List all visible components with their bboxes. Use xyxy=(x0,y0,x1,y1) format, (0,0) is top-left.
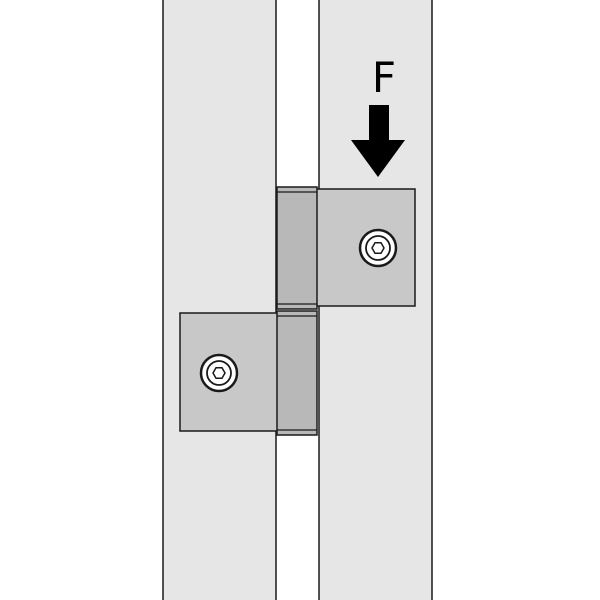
force-arrow-icon xyxy=(351,105,405,177)
lower-screw-icon xyxy=(199,353,239,393)
lower-knuckle xyxy=(276,310,318,436)
left-post xyxy=(162,0,277,600)
upper-knuckle xyxy=(276,186,318,310)
upper-screw-icon xyxy=(358,228,398,268)
force-label: F xyxy=(372,53,396,102)
